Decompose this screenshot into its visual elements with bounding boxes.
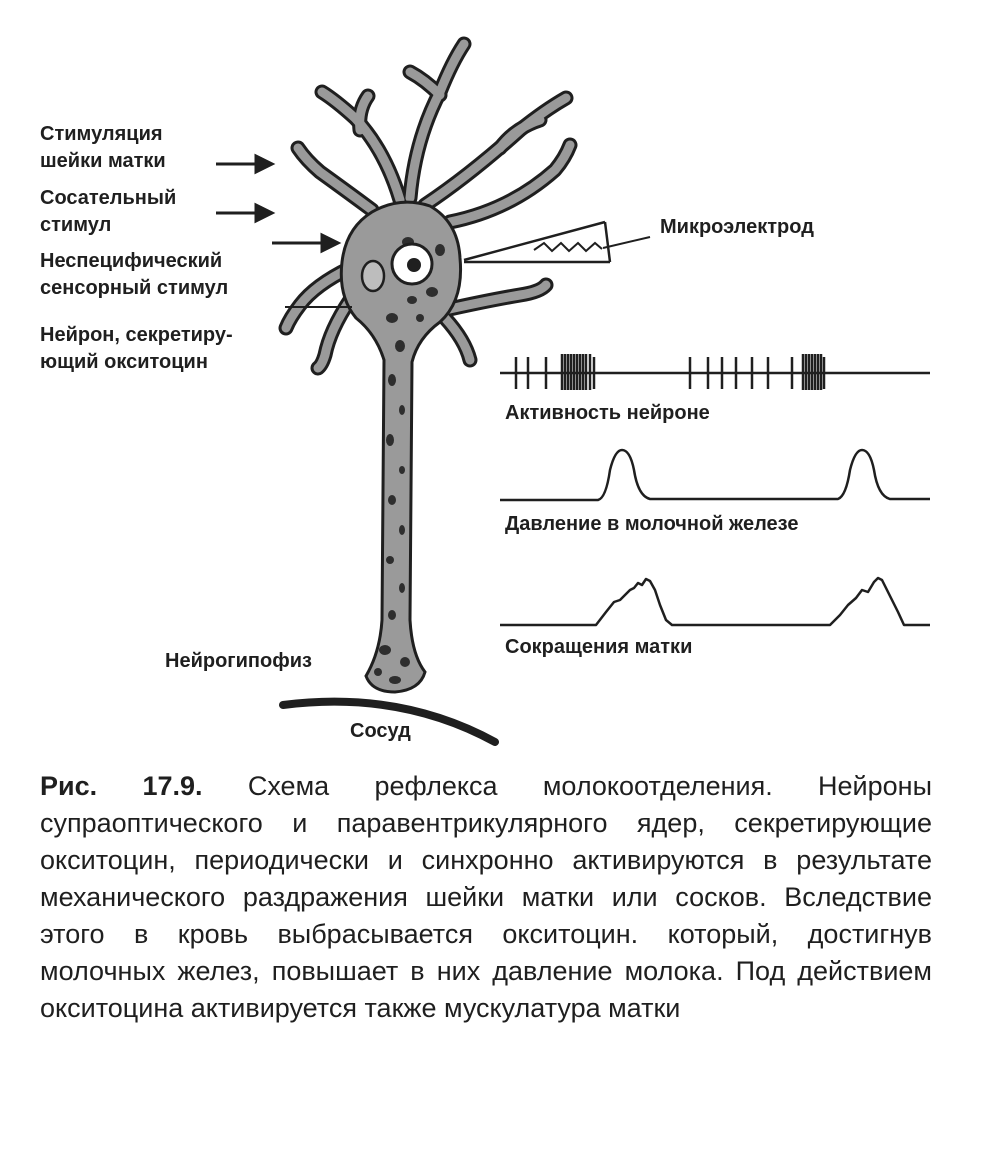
uterine-contraction-trace [500, 576, 930, 627]
suckling-stimulus-line-1: Сосательный [40, 187, 177, 209]
secretory-granules [374, 237, 445, 684]
uterine-contractions-label: Сокращения матки [505, 636, 693, 658]
neuron-activity-label: Активность нейроне [505, 402, 710, 424]
gland-pressure-trace [500, 448, 930, 502]
nonspecific-stimulus-label: Неспецифический сенсорный стимул [40, 248, 228, 302]
cell-nucleus [390, 242, 434, 286]
arrow-nonspecific [272, 232, 342, 254]
oxytocin-neuron-line-2: ющий окситоцин [40, 351, 208, 373]
arrow-cervix [216, 153, 276, 175]
microelectrode-label: Микроэлектрод [660, 216, 814, 238]
nonspecific-stimulus-line-2: сенсорный стимул [40, 277, 229, 299]
nonspecific-stimulus-line-1: Неспецифический [40, 250, 223, 272]
suckling-stimulus-label: Сосательный стимул [40, 185, 176, 239]
vessel-label: Сосуд [350, 720, 411, 742]
microelectrode [463, 220, 651, 264]
cervix-stimulation-label: Стимуляция шейки матки [40, 121, 166, 175]
cervix-stimulation-line-1: Стимуляция [40, 123, 163, 145]
suckling-stimulus-line-2: стимул [40, 214, 112, 236]
caption-text: Схема рефлекса молокоотделения. Нейроны … [40, 771, 932, 1023]
figure-caption: Рис. 17.9. Схема рефлекса молокоотделени… [40, 768, 932, 1027]
oxytocin-neuron-line-1: Нейрон, секретиру- [40, 324, 233, 346]
cervix-stimulation-line-2: шейки матки [40, 150, 166, 172]
figure-number: Рис. 17.9. [40, 771, 203, 801]
oxytocin-neuron-label: Нейрон, секретиру- ющий окситоцин [40, 322, 233, 376]
neuron-soma-and-axon [339, 200, 463, 694]
gland-pressure-label: Давление в молочной железе [505, 513, 799, 535]
stimulus-arrows [216, 153, 342, 254]
blood-vessel [279, 697, 499, 746]
neuron-activity-trace [500, 354, 930, 390]
neurohypophysis-label: Нейрогипофиз [165, 650, 312, 672]
arrow-suckling [216, 202, 276, 224]
nissl-body [360, 259, 386, 293]
dendrites-fill [281, 39, 575, 373]
milk-ejection-reflex-diagram [216, 36, 930, 746]
